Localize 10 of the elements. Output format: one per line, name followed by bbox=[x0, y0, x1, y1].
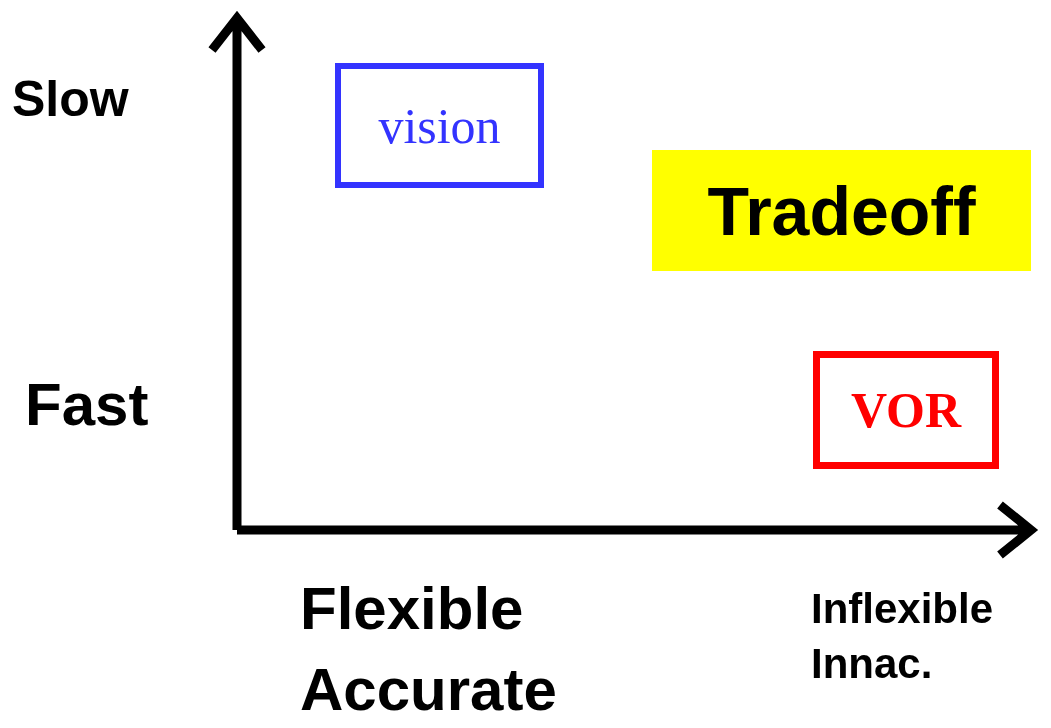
axis-label: Flexible Accurate bbox=[300, 574, 558, 725]
axis-label: Slow bbox=[12, 72, 130, 127]
outlined-box bbox=[335, 63, 544, 188]
outlined-box bbox=[813, 351, 999, 469]
highlight-box bbox=[652, 150, 1031, 271]
axis-label: Inflexible Innac. bbox=[811, 584, 995, 689]
axis-label: Fast bbox=[25, 372, 150, 438]
box-label: vision bbox=[378, 100, 501, 151]
box-label: Tradeoff bbox=[707, 176, 976, 245]
box-label: VOR bbox=[850, 385, 962, 435]
